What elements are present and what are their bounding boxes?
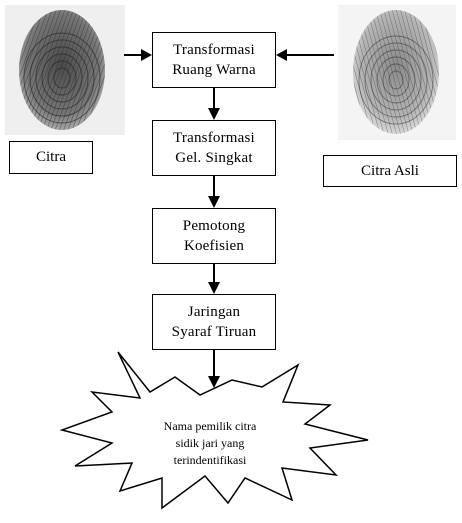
- output-line1: Nama pemilik citra: [110, 418, 310, 435]
- output-line3: terindentifikasi: [110, 452, 310, 469]
- arrow-left-to-step1: [124, 49, 152, 61]
- input-label-citra-text: Citra: [36, 149, 66, 166]
- step4-line1: Jaringan: [188, 302, 240, 322]
- step3-line1: Pemotong: [183, 216, 245, 236]
- step2-line1: Transformasi: [173, 128, 255, 148]
- arrow-right-to-step1: [276, 49, 334, 61]
- step-jaringan-syaraf-tiruan: Jaringan Syaraf Tiruan: [152, 294, 276, 350]
- step2-line2: Gel. Singkat: [175, 148, 252, 168]
- step1-line1: Transformasi: [173, 40, 255, 60]
- step-transformasi-ruang-warna: Transformasi Ruang Warna: [152, 32, 276, 88]
- arrow-step4-to-output: [208, 350, 220, 388]
- arrow-step3-to-step4: [208, 264, 220, 294]
- step-pemotong-koefisien: Pemotong Koefisien: [152, 208, 276, 264]
- fingerprint-right-image: [353, 10, 439, 134]
- output-line2: sidik jari yang: [110, 435, 310, 452]
- arrow-step1-to-step2: [208, 88, 220, 120]
- arrow-step2-to-step3: [208, 176, 220, 208]
- step1-line2: Ruang Warna: [172, 60, 256, 80]
- output-text: Nama pemilik citra sidik jari yang terin…: [110, 418, 310, 469]
- step3-line2: Koefisien: [184, 236, 244, 256]
- step-transformasi-gel-singkat: Transformasi Gel. Singkat: [152, 120, 276, 176]
- input-label-citra: Citra: [9, 141, 93, 174]
- input-label-citra-asli: Citra Asli: [323, 155, 457, 187]
- fingerprint-left-image: [19, 10, 105, 130]
- step4-line2: Syaraf Tiruan: [172, 322, 257, 342]
- input-label-citra-asli-text: Citra Asli: [361, 163, 419, 180]
